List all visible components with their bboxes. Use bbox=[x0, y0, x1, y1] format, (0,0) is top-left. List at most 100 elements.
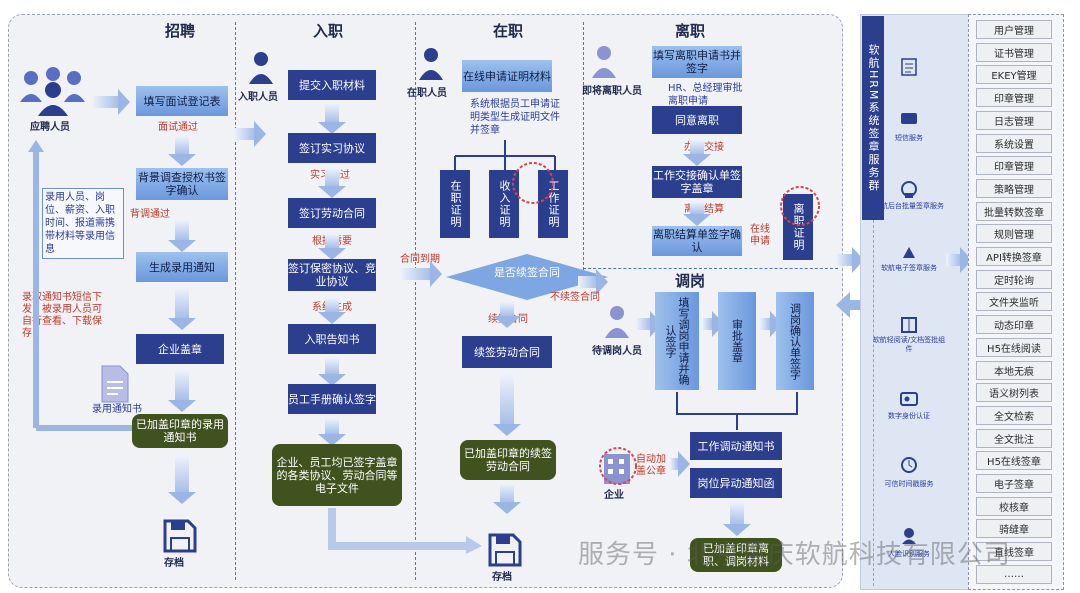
employee-icon bbox=[419, 48, 443, 80]
function-item: 动态印章 bbox=[976, 315, 1052, 335]
function-item: 证书管理 bbox=[976, 42, 1052, 62]
transfer-doc-job-transfer: 工作调动通知书 bbox=[690, 432, 782, 460]
section-leave-title: 离职 bbox=[674, 22, 705, 40]
function-item: 日志管理 bbox=[976, 110, 1052, 130]
function-item: 全文批注 bbox=[976, 428, 1052, 448]
flow-arrow bbox=[683, 202, 711, 226]
flow-arrow bbox=[318, 234, 346, 260]
archive-save-icon bbox=[488, 533, 522, 567]
recruit-step-interview-form: 填写面试登记表 bbox=[136, 86, 228, 116]
flow-arrow bbox=[168, 456, 196, 504]
flow-arrow bbox=[318, 418, 346, 446]
employed-archive-label: 存档 bbox=[492, 572, 512, 583]
leave-step-apply-form: 填写离职申请书并签字 bbox=[652, 46, 742, 78]
column-divider bbox=[415, 22, 416, 580]
flow-arrow bbox=[702, 311, 724, 337]
leave-step-settlement-confirm: 离职结算单签字确认 bbox=[652, 226, 742, 256]
section-recruit-title: 招聘 bbox=[164, 22, 195, 40]
archive-save-icon bbox=[163, 519, 197, 553]
function-item: 校核章 bbox=[976, 496, 1052, 516]
flow-arrow bbox=[400, 261, 442, 287]
new-hire-role-label: 入职人员 bbox=[238, 92, 278, 103]
face-recognition-icon bbox=[902, 528, 916, 544]
transfer-step-confirm: 调岗确认单签字 bbox=[776, 292, 814, 390]
reader-icon bbox=[901, 317, 917, 333]
function-item: 用户管理 bbox=[976, 20, 1052, 39]
service-face-recognition: 人脸识别服务 bbox=[888, 550, 930, 558]
column-divider bbox=[583, 22, 584, 270]
function-item: 系统设置 bbox=[976, 133, 1052, 153]
flow-arrow bbox=[168, 288, 196, 330]
onboard-step-confidentiality: 签订保密协议、竞业协议 bbox=[288, 259, 376, 291]
leave-online-apply: 在线申请 bbox=[750, 224, 770, 247]
function-item: 批量转数签章 bbox=[976, 201, 1052, 221]
recruit-label-check-passed: 背调通过 bbox=[130, 209, 170, 220]
flow-arrow bbox=[92, 89, 130, 115]
onboard-step-notice: 入职告知书 bbox=[288, 324, 376, 354]
employed-system-note: 系统根据员工申请证明类型生成证明文件并签章 bbox=[470, 99, 560, 136]
onboard-result-signed-files: 企业、员工均已签字盖章的各类协议、劳动合同等电子文件 bbox=[272, 444, 402, 506]
employed-contract-expire: 合同到期 bbox=[400, 254, 440, 265]
flow-arrow bbox=[168, 370, 196, 412]
function-item: 印章管理 bbox=[976, 156, 1052, 176]
leave-label-handover: 办理交接 bbox=[684, 142, 724, 153]
function-item: 骑缝章 bbox=[976, 519, 1052, 539]
function-item: 直线签章 bbox=[976, 542, 1052, 562]
column-divider bbox=[235, 22, 236, 580]
flow-arrow bbox=[318, 168, 346, 198]
flow-arrow bbox=[168, 220, 196, 252]
function-item: EKEY管理 bbox=[976, 65, 1052, 85]
company-role-label: 企业 bbox=[604, 490, 624, 501]
function-item: 规则管理 bbox=[976, 224, 1052, 244]
service-batch-seal: 软航后台批量签章服务 bbox=[874, 202, 944, 210]
section-onboard-title: 入职 bbox=[312, 22, 343, 40]
batch-seal-icon bbox=[901, 181, 917, 198]
flow-arrow bbox=[836, 247, 864, 273]
function-item: 印章管理 bbox=[976, 88, 1052, 108]
service-electronic-seal: 软航电子签章服务 bbox=[881, 264, 937, 272]
leave-step-handover-confirm: 工作交接确认单签字盖章 bbox=[652, 166, 742, 198]
employed-cert-income: 收入证明 bbox=[489, 170, 519, 238]
service-group-title: 软航HRM系统签章服务群 bbox=[862, 16, 884, 220]
recruit-step-background-check: 背景调查授权书签字确认 bbox=[136, 168, 228, 200]
employed-cert-employment: 在职证明 bbox=[440, 170, 470, 238]
leaver-icon bbox=[592, 46, 616, 78]
company-seal-icon bbox=[599, 447, 637, 485]
onboard-step-labor-contract: 签订劳动合同 bbox=[288, 198, 376, 228]
recruit-archive-label: 存档 bbox=[164, 558, 184, 569]
recruit-offer-sms-note: 录取通知书短信下发，被录用人员可自行查看、下载保存 bbox=[22, 292, 102, 339]
leave-certificate: 离职证明 bbox=[783, 194, 813, 260]
service-sms: 短信服务 bbox=[895, 134, 923, 142]
flow-arrow bbox=[493, 484, 521, 514]
transferee-role-label: 待调岗人员 bbox=[592, 346, 642, 357]
function-item: 定时轮询 bbox=[976, 269, 1052, 289]
flow-arrow bbox=[318, 104, 346, 134]
employed-step-apply-certificate: 在线申请证明材料 bbox=[462, 60, 552, 92]
function-item: 文件夹监听 bbox=[976, 292, 1052, 312]
red-seal-icon bbox=[512, 162, 554, 204]
employed-no-renew-label: 不续签合同 bbox=[550, 292, 600, 303]
onboard-step-internship-agreement: 签订实习协议 bbox=[288, 133, 376, 163]
applicant-role-label: 应聘人员 bbox=[30, 122, 70, 133]
leave-step-agree: 同意离职 bbox=[652, 106, 742, 134]
recruit-offer-letter-label: 录用通知书 bbox=[92, 404, 142, 415]
section-employed-title: 在职 bbox=[492, 22, 523, 40]
transferee-icon bbox=[605, 306, 629, 338]
transfer-step-approve: 审批盖章 bbox=[718, 292, 756, 390]
decision-diamond bbox=[446, 254, 608, 300]
flow-arrow bbox=[493, 302, 521, 328]
recruit-label-passed: 面试通过 bbox=[158, 122, 198, 133]
service-reader: 软航轻阅读/文档签批组件 bbox=[872, 336, 946, 353]
function-item: H5在线阅读 bbox=[976, 337, 1052, 357]
function-item: API转换签章 bbox=[976, 247, 1052, 266]
flow-arrow bbox=[683, 140, 711, 166]
function-item: 全文检索 bbox=[976, 405, 1052, 425]
transfer-doc-position-change: 岗位异动通知函 bbox=[690, 468, 782, 498]
function-item: H5在线签章 bbox=[976, 451, 1052, 471]
flow-arrow bbox=[578, 269, 608, 295]
function-item: 电子签章 bbox=[976, 474, 1052, 493]
employed-result-sealed-renewal: 已加盖印章的续签劳动合同 bbox=[460, 440, 556, 480]
message-icon bbox=[901, 113, 917, 124]
transfer-result-sealed: 已加盖印章离职、调岗材料 bbox=[690, 538, 782, 572]
service-timestamp: 可信时间戳服务 bbox=[884, 480, 934, 488]
